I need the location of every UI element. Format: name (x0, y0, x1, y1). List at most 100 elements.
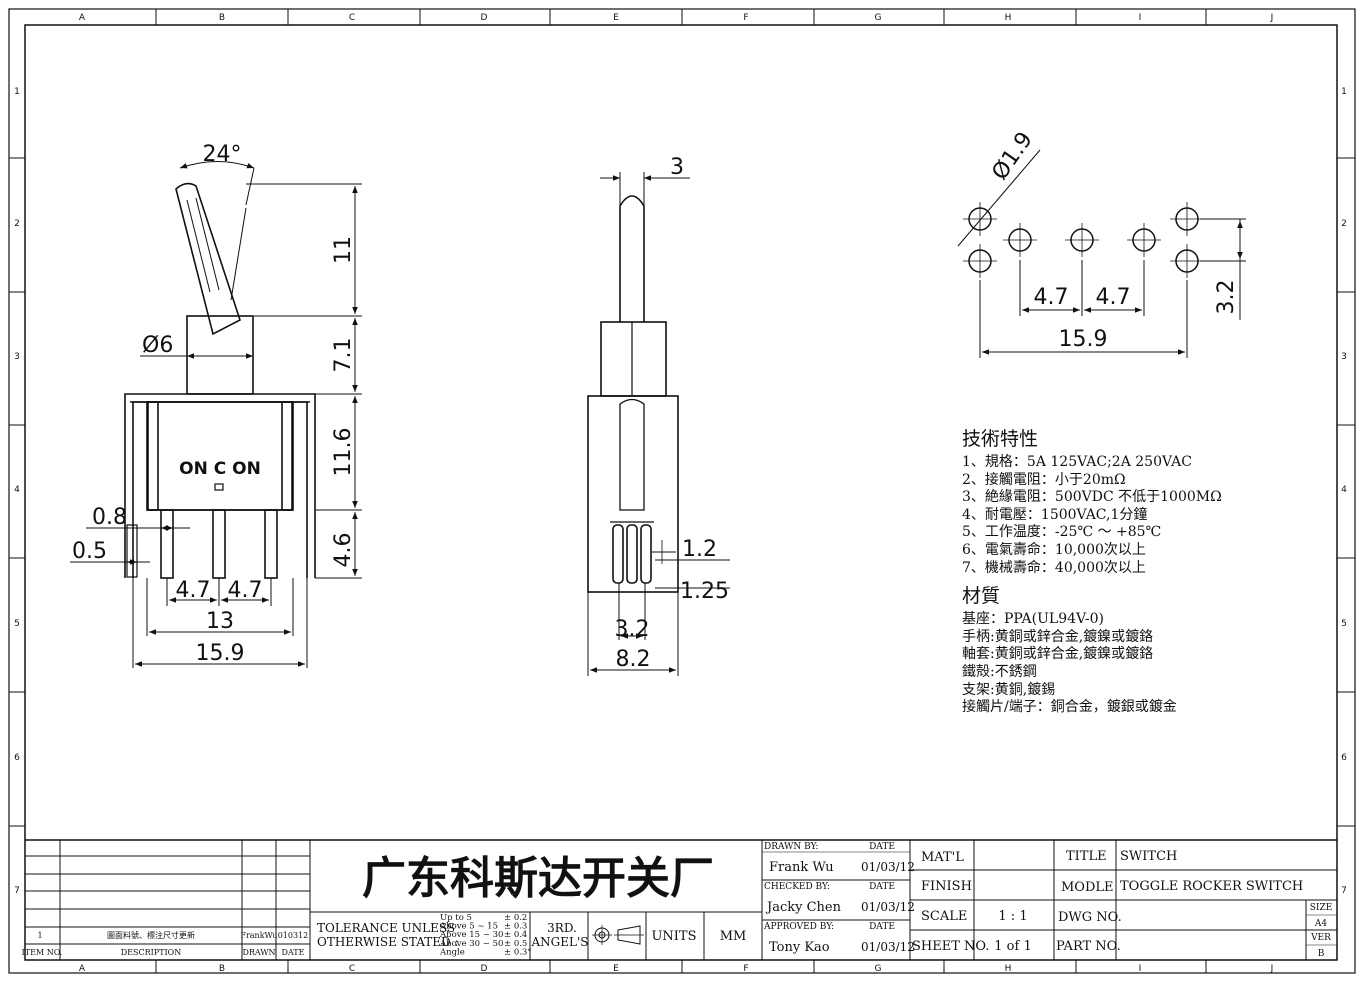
dim-0-8: 0.8 (92, 505, 127, 530)
drawn-date-label: DATE (869, 842, 895, 852)
dim-angle: 24° (203, 142, 242, 167)
approved-date-label: DATE (869, 922, 895, 932)
zone-col-label: G (875, 964, 882, 974)
zone-col-label: H (1005, 13, 1012, 23)
drawn-by-label: DRAWN BY: (764, 842, 818, 852)
front-view-dimensions (70, 161, 362, 668)
spec-line: 7、機械壽命：40,000次以上 (962, 559, 1146, 576)
zone-col-label: E (613, 13, 619, 23)
dwg-label: DWG NO. (1058, 910, 1122, 925)
size-label: SIZE (1310, 903, 1333, 913)
zone-col-label: G (875, 13, 882, 23)
side-housing (587, 395, 679, 593)
terminal-left (160, 509, 174, 579)
side-view (587, 195, 679, 593)
zone-row-label: 5 (1341, 619, 1347, 629)
spec-line: 1、規格：5A 125VAC;2A 250VAC (962, 454, 1192, 470)
dim-width-13: 13 (206, 609, 234, 634)
bushing (186, 315, 254, 395)
zone-col-label: D (481, 964, 488, 974)
material-line: 鐵殻:不銹鋼 (962, 663, 1037, 680)
tolerance-value: ± 0.2 (504, 913, 527, 923)
spec-line: 3、絶緣電阻：500VDC 不低于1000MΩ (962, 489, 1222, 506)
material-line: 基座：PPA(UL94V-0) (962, 611, 1104, 628)
tolerance-value: ± 0.3 (504, 922, 527, 932)
zone-row-label: 3 (14, 352, 20, 362)
side-view-dimensions (587, 172, 730, 676)
approved-date: 01/03/12 (861, 940, 915, 954)
dim-8-2: 8.2 (616, 647, 651, 672)
company-name: 广东科斯达开关厂 (362, 853, 714, 904)
rev-date: 010312 (278, 931, 309, 940)
zone-col-label: C (349, 13, 355, 23)
zone-col-label: A (79, 964, 86, 974)
drawn-by-name: Frank Wu (769, 860, 834, 875)
zone-col-label: H (1005, 964, 1012, 974)
dim-1-2: 1.2 (682, 537, 717, 562)
sheet-value: 1 of 1 (994, 939, 1031, 954)
mounting-bracket (124, 393, 316, 578)
zone-col-label: J (1270, 13, 1274, 23)
units-label: UNITS (651, 929, 696, 944)
model-value: TOGGLE ROCKER SWITCH (1120, 879, 1303, 894)
tolerance-range: Above 15 ~ 30 (439, 930, 503, 940)
rev-item-no: 1 (37, 931, 42, 940)
ver-value: B (1318, 949, 1325, 959)
dim-7-1: 7.1 (331, 338, 356, 373)
zone-col-label: A (79, 13, 86, 23)
zone-col-label: E (613, 964, 619, 974)
zone-col-label: D (481, 13, 488, 23)
checked-by-label: CHECKED BY: (764, 882, 830, 892)
zone-col-label: B (219, 13, 225, 23)
size-value: A4 (1314, 919, 1327, 929)
finish-label: FINISH (921, 879, 972, 894)
zone-row-label: 6 (14, 753, 20, 763)
tolerance-label-2: OTHERWISE STATED : (317, 935, 459, 949)
material-heading: 材質 (962, 585, 1001, 608)
checked-date: 01/03/12 (861, 900, 915, 914)
dim-pcb-pitch-a: 4.7 (1034, 285, 1069, 310)
zone-col-label: I (1139, 13, 1142, 23)
zone-row-label: 4 (1341, 485, 1347, 495)
tolerance-value: ± 0.3° (504, 947, 532, 957)
tolerance-range: Above 5 ~ 15 (439, 922, 498, 932)
zone-row-label: 5 (14, 619, 20, 629)
material-line: 支架:黄銅,鍍錫 (962, 681, 1056, 698)
dim-3: 3 (670, 155, 684, 180)
zone-row-label: 6 (1341, 753, 1347, 763)
dim-4-6: 4.6 (331, 533, 356, 568)
zone-col-label: J (1270, 964, 1274, 974)
dim-dia-6: Ø6 (142, 333, 173, 358)
checked-by-name: Jacky Chen (765, 900, 842, 915)
dim-pitch-b: 4.7 (228, 578, 263, 603)
pcb-dimensions (957, 149, 1246, 358)
zone-row-label: 2 (14, 219, 20, 229)
zone-col-label: F (743, 13, 748, 23)
side-lug (126, 524, 138, 578)
spec-heading: 技術特性 (962, 428, 1039, 450)
switch-marking: ON C ON (179, 459, 261, 479)
scale-label: SCALE (921, 909, 967, 924)
tolerance-value: ± 0.4 (504, 930, 527, 940)
dim-hole-dia: Ø1.9 (987, 128, 1037, 185)
angle-label-2: ANGEL'S (531, 935, 589, 949)
zone-row-label: 1 (1341, 87, 1347, 97)
units-value: MM (720, 929, 747, 944)
switch-housing (146, 401, 294, 511)
rev-header-item: ITEM NO. (22, 948, 63, 957)
toggle-lever (175, 182, 241, 336)
pcb-layout (963, 202, 1204, 278)
spec-line: 6、電氣壽命：10,000次以上 (962, 541, 1146, 558)
matl-label: MAT'L (921, 850, 964, 865)
title-block-lines (25, 839, 1337, 960)
approved-by-label: APPROVED BY: (763, 922, 834, 932)
title-value: SWITCH (1120, 849, 1177, 864)
zone-row-label: 4 (14, 485, 20, 495)
dim-0-5: 0.5 (72, 539, 107, 564)
zone-col-label: C (349, 964, 355, 974)
material-list: 基座：PPA(UL94V-0)手柄:黄銅或鋅合金,鍍鎳或鍍鉻軸套:黄銅或鋅合金,… (962, 611, 1322, 717)
drawn-date: 01/03/12 (861, 860, 915, 874)
